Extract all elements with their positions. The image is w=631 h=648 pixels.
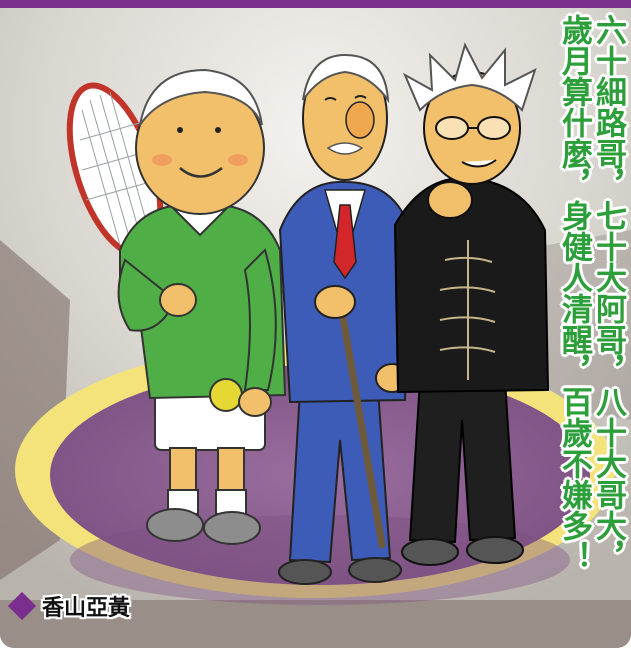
jacket-frog-buttons xyxy=(439,240,496,380)
hand-left xyxy=(159,283,197,317)
hair-left xyxy=(139,68,263,126)
nose-middle xyxy=(345,101,375,139)
closed-eyes-middle xyxy=(324,95,367,101)
red-tie xyxy=(333,204,357,280)
walking-cane xyxy=(336,296,386,549)
shoe-right-1 xyxy=(401,538,459,566)
caption-column-1: 六十細路哥，七十大阿哥，八十大哥大， xyxy=(590,14,627,573)
caption-column-2: 歲月算什麼，身健人清醒，百歲不嫌多！ xyxy=(556,14,593,573)
grin-right xyxy=(461,159,497,168)
smile-left xyxy=(179,166,223,178)
shoe-mid-right xyxy=(348,557,402,583)
glasses-icon xyxy=(435,116,511,140)
mustache xyxy=(326,142,364,155)
author-credit: 香山亞黃 xyxy=(7,590,131,622)
hand-mid-left xyxy=(314,285,356,319)
figure-elder-black-jacket xyxy=(393,42,550,566)
eye-left-2 xyxy=(215,127,221,133)
shoe-right-2 xyxy=(466,536,524,564)
sock-right xyxy=(215,489,247,515)
hair-middle xyxy=(302,53,390,104)
floor xyxy=(0,600,631,648)
figure-tennis-player xyxy=(66,68,287,545)
eye-left-1 xyxy=(177,127,183,133)
diamond-icon xyxy=(7,591,37,621)
shoe-right xyxy=(203,511,261,545)
cheek-left-2 xyxy=(228,154,248,166)
black-jacket xyxy=(393,176,550,394)
top-border xyxy=(0,0,631,8)
author-name: 香山亞黃 xyxy=(42,596,131,621)
hand-right xyxy=(238,387,272,417)
hair-right-spiky xyxy=(402,42,537,112)
cheek-left-1 xyxy=(152,154,172,166)
shoe-mid-left xyxy=(278,559,332,585)
tennis-ball xyxy=(209,378,243,412)
shoe-left xyxy=(146,508,204,542)
hand-at-chin xyxy=(427,181,473,219)
